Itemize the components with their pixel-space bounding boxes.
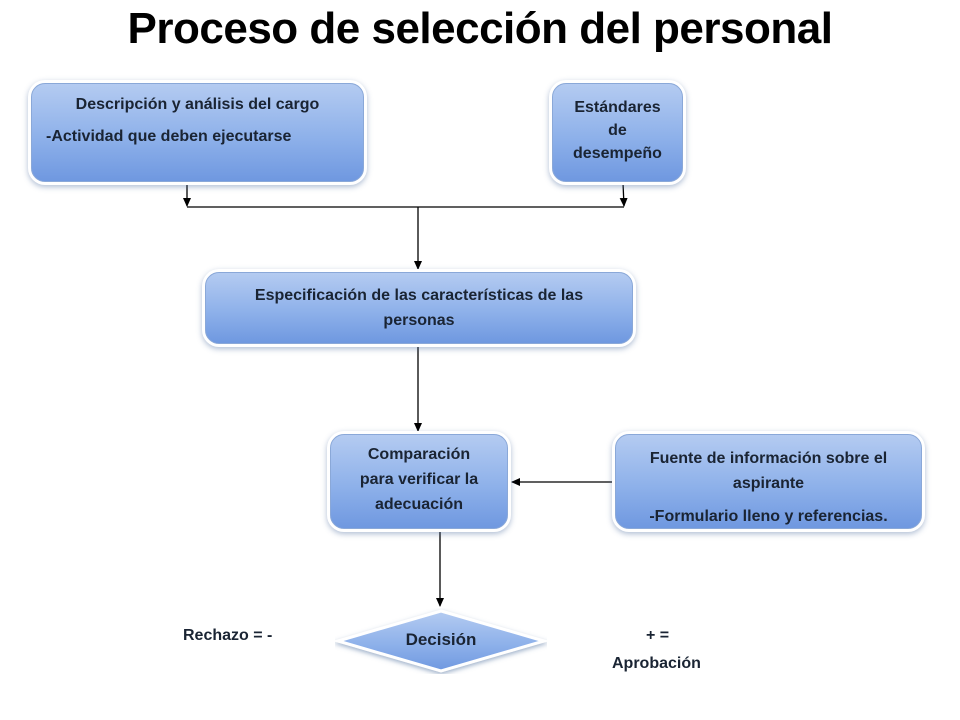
connector-standards-down bbox=[619, 182, 628, 207]
performance-standards-line: Estándares bbox=[574, 99, 661, 116]
performance-standards-line: desempeño bbox=[573, 145, 662, 162]
job-description-title: Descripción y análisis del cargo bbox=[75, 96, 320, 113]
decision-diamond-shape bbox=[335, 609, 547, 673]
information-source-box: Fuente de información sobre el aspirante… bbox=[615, 434, 922, 529]
page-title: Proceso de selección del personal bbox=[127, 4, 833, 53]
comparison-line: para verificar la bbox=[359, 471, 479, 488]
decision-label: Decisión bbox=[405, 630, 477, 649]
job-description-detail: -Actividad que deben ejecutarse bbox=[46, 128, 292, 145]
decision-node: Decisión bbox=[335, 608, 547, 674]
comparison-line: Comparación bbox=[367, 446, 471, 463]
specification-box: Especificación de las características de… bbox=[205, 272, 633, 344]
approve-label: Aprobación bbox=[612, 655, 701, 672]
performance-standards-box: Estándares de desempeño bbox=[552, 83, 683, 182]
comparison-box: Comparación para verificar la adecuación bbox=[330, 434, 508, 529]
information-source-line: Fuente de información sobre el bbox=[649, 450, 888, 467]
specification-line: Especificación de las características de… bbox=[254, 287, 584, 304]
reject-label: Rechazo = - bbox=[183, 627, 273, 644]
comparison-line: adecuación bbox=[374, 496, 464, 513]
approve-sign-label: + = bbox=[646, 627, 670, 644]
job-description-box: Descripción y análisis del cargo -Activi… bbox=[31, 83, 364, 182]
information-source-detail: -Formulario lleno y referencias. bbox=[649, 508, 888, 525]
specification-line: personas bbox=[383, 312, 455, 329]
performance-standards-line: de bbox=[608, 122, 627, 139]
information-source-line: aspirante bbox=[732, 475, 805, 492]
